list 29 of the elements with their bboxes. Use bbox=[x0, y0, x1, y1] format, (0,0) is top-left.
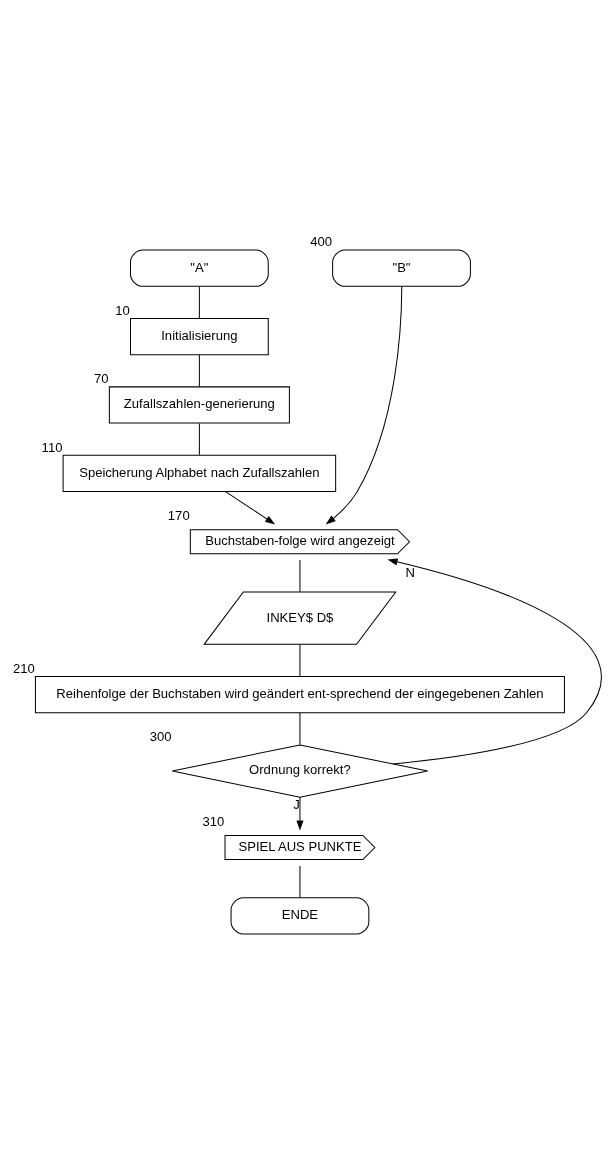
connector bbox=[198, 285, 200, 319]
node-box: Speicherung Alphabet nach Zufallszahlen bbox=[62, 454, 337, 492]
node-box: "B" bbox=[332, 249, 471, 287]
connector bbox=[198, 354, 200, 387]
node-label: 310 bbox=[202, 813, 225, 829]
node-label: 10 bbox=[115, 302, 130, 318]
node-box: "A" bbox=[129, 249, 269, 287]
connector bbox=[299, 711, 301, 745]
edge-label: N bbox=[405, 564, 415, 580]
arrow bbox=[387, 557, 602, 764]
node-box: ENDE bbox=[230, 896, 370, 934]
node-label: 70 bbox=[94, 370, 109, 386]
node-box: Zufallszahlen-generierung bbox=[108, 385, 290, 424]
node-box: Initialisierung bbox=[129, 317, 269, 355]
arrow bbox=[296, 796, 304, 831]
node-label: 110 bbox=[41, 439, 63, 455]
connector bbox=[299, 559, 301, 592]
node-box: Reihenfolge der Buchstaben wird geändert ent-sprechend der eingegebenen Zahlen bbox=[34, 675, 565, 713]
node-label: 170 bbox=[167, 507, 190, 523]
connector bbox=[198, 422, 200, 455]
arrow bbox=[225, 490, 276, 524]
arrow bbox=[325, 285, 403, 524]
edge-label: J bbox=[293, 796, 300, 812]
connector bbox=[299, 643, 301, 677]
node-label: 210 bbox=[12, 660, 35, 676]
node-label: 300 bbox=[149, 728, 172, 744]
node-label: 400 bbox=[310, 233, 332, 249]
node-diamond: Ordnung korrekt? bbox=[171, 743, 429, 798]
connector bbox=[299, 864, 301, 898]
